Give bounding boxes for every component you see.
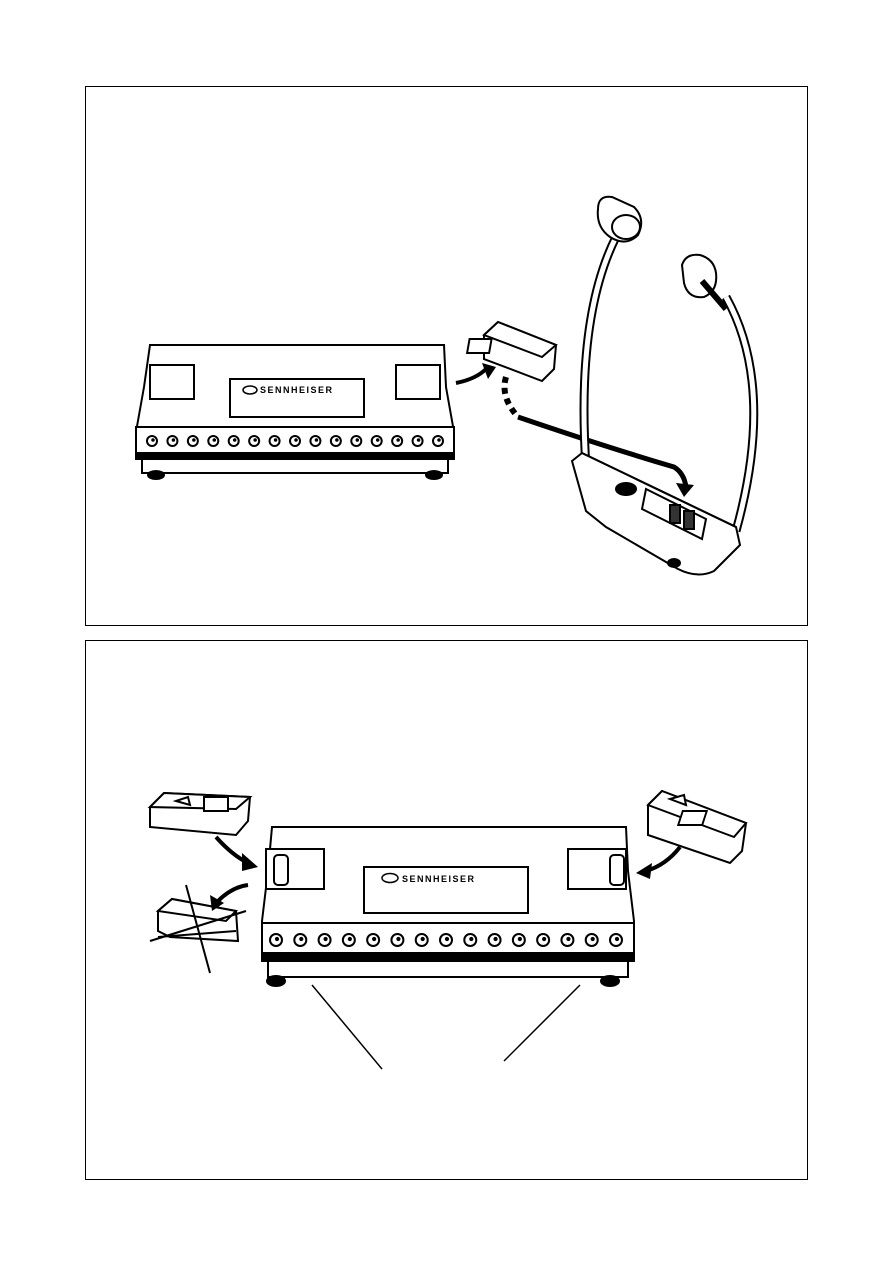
led-center (591, 937, 595, 941)
led-center (372, 937, 376, 941)
led-center (615, 937, 619, 941)
curved-arrow-icon (210, 885, 248, 911)
accumulator-pack-right (648, 791, 746, 863)
stethoset-receiver (572, 197, 754, 575)
led-center (445, 937, 449, 941)
led-center (396, 937, 400, 941)
earpiece-right (682, 255, 726, 309)
led-center (315, 438, 319, 442)
charger-slot-left (150, 365, 194, 399)
led-center (376, 438, 380, 442)
led-center (469, 937, 473, 941)
illustration-panel-accumulator-insertion: SENNHEISER (85, 640, 808, 1180)
led-center (493, 937, 497, 941)
charger-unit (136, 345, 454, 479)
led-center (299, 937, 303, 941)
led-center (421, 937, 425, 941)
led-center (213, 438, 217, 442)
led-center (566, 937, 570, 941)
led-center (417, 438, 421, 442)
earpiece-left (598, 197, 641, 242)
brand-label-bottom: SENNHEISER (402, 874, 476, 884)
led-center (335, 438, 339, 442)
led-center (542, 937, 546, 941)
led-center (437, 438, 441, 442)
panel-top-drawing: SENNHEISER (86, 87, 809, 627)
callout-lines (312, 985, 580, 1069)
led-center (323, 937, 327, 941)
charger-slot-right (396, 365, 440, 399)
curved-arrow-icon (636, 847, 680, 879)
led-center (233, 438, 237, 442)
panel-bottom-drawing: SENNHEISER (86, 641, 809, 1181)
led-center (518, 937, 522, 941)
led-center (294, 438, 298, 442)
led-center (348, 937, 352, 941)
curved-arrow-icon (456, 363, 496, 383)
accumulator-pack-left (150, 793, 250, 835)
led-center (396, 438, 400, 442)
led-center (275, 937, 279, 941)
led-center (356, 438, 360, 442)
illustration-panel-charging-receiver: SENNHEISER (85, 86, 808, 626)
led-center (253, 438, 257, 442)
charger-led-row (270, 934, 622, 946)
led-center (192, 438, 196, 442)
led-center (274, 438, 278, 442)
charger-unit (262, 827, 634, 986)
brand-label-top: SENNHEISER (260, 385, 334, 395)
charger-led-row (147, 436, 443, 446)
led-center (172, 438, 176, 442)
curved-arrow-icon (216, 837, 258, 871)
led-center (151, 438, 155, 442)
